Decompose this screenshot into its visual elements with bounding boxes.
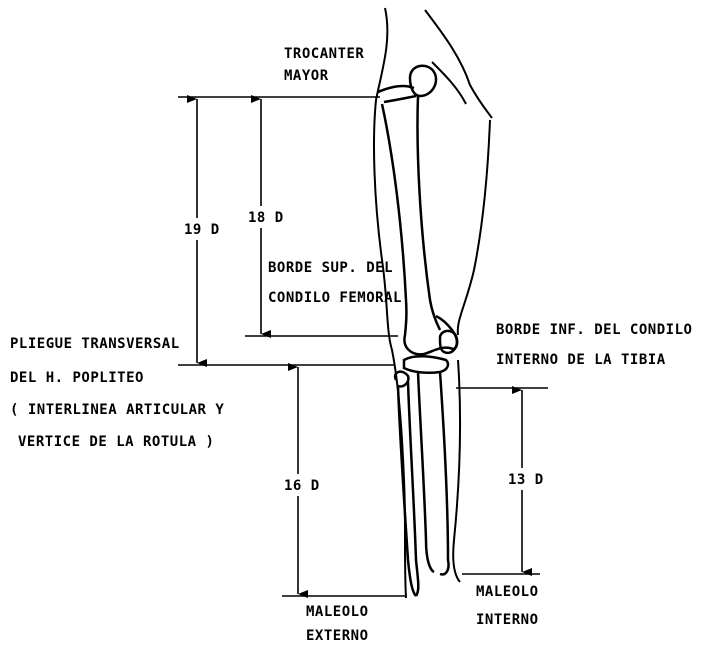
trocanter-label-2: MAYOR	[284, 68, 329, 84]
borde-inf-label-2: INTERNO DE LA TIBIA	[496, 352, 666, 368]
femur-shaft-medial	[418, 96, 441, 330]
bones	[378, 66, 457, 596]
landmark-labels: TROCANTER MAYOR BORDE SUP. DEL CONDILO F…	[10, 46, 692, 644]
borde-sup-label-2: CONDILO FEMORAL	[268, 290, 402, 306]
thigh-inner-label: 18 D	[248, 210, 284, 226]
leg-outer-label: 16 D	[284, 478, 320, 494]
pliegue-label-2: DEL H. POPLITEO	[10, 370, 144, 386]
femoral-head	[410, 66, 436, 96]
maleolo-interno-label-1: MALEOLO	[476, 584, 539, 600]
trocanter-label-1: TROCANTER	[284, 46, 364, 62]
tibial-plateau	[404, 356, 448, 373]
dimension-arrows	[197, 99, 522, 594]
borde-sup-label-1: BORDE SUP. DEL	[268, 260, 393, 276]
femoral-neck	[378, 86, 416, 102]
maleolo-externo-label-2: EXTERNO	[306, 628, 369, 644]
reference-lines	[178, 97, 548, 596]
measurement-labels: 19 D 18 D 16 D 13 D	[182, 206, 544, 496]
femoral-condyles	[404, 316, 457, 354]
medial-thigh-contour	[458, 120, 490, 335]
maleolo-interno-label-2: INTERNO	[476, 612, 539, 628]
medial-leg-contour	[453, 360, 460, 582]
thigh-outer-label: 19 D	[184, 222, 220, 238]
tibia-shaft-lateral	[418, 372, 434, 572]
patella	[440, 331, 457, 353]
maleolo-externo-label-1: MALEOLO	[306, 604, 369, 620]
leg-inner-label: 13 D	[508, 472, 544, 488]
pliegue-label-1: PLIEGUE TRANSVERSAL	[10, 336, 180, 352]
pliegue-label-4: VERTICE DE LA ROTULA )	[18, 434, 214, 450]
borde-inf-label-1: BORDE INF. DEL CONDILO	[496, 322, 692, 338]
pliegue-label-3: ( INTERLINEA ARTICULAR Y	[10, 402, 224, 418]
tibia-shaft-medial	[440, 372, 449, 574]
pelvis-inner	[432, 62, 466, 104]
